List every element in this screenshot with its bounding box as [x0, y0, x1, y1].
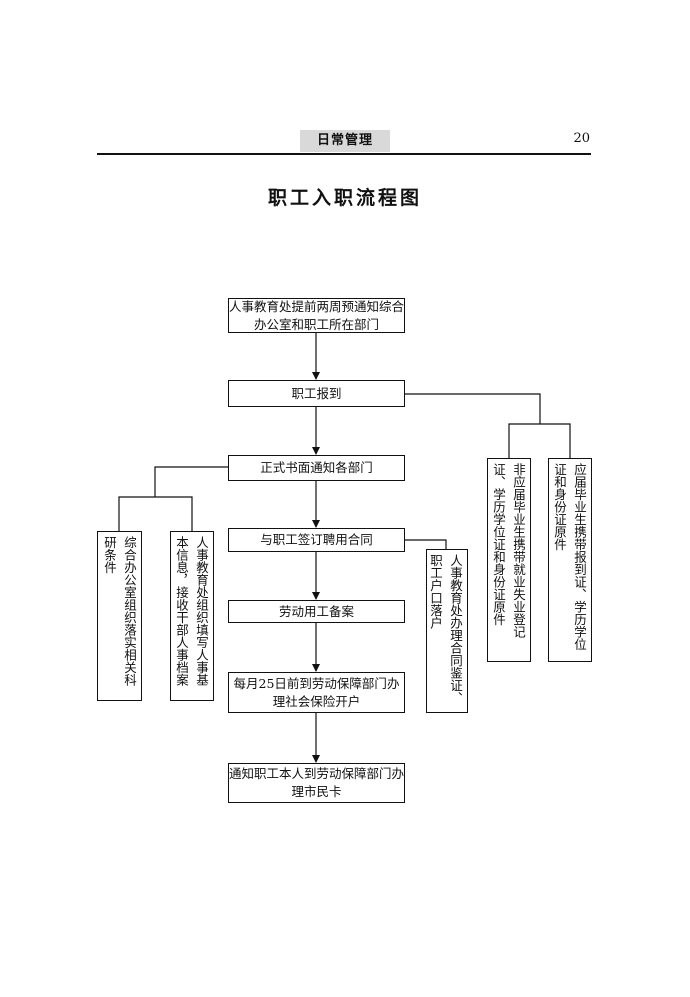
step-contract: 与职工签订聘用合同	[228, 528, 405, 552]
step-notify: 人事教育处提前两周预通知综合办公室和职工所在部门	[228, 298, 405, 333]
header-rule	[97, 153, 591, 155]
side-hukou: 人事教育处办理合同鉴证、职工户口落户	[426, 549, 468, 713]
side-research: 综合办公室组织落实相关科研条件	[97, 531, 142, 701]
section-tab: 日常管理	[300, 130, 390, 152]
step-social-insurance: 每月25日前到劳动保障部门办理社会保险开户	[228, 672, 405, 713]
step-filing: 劳动用工备案	[228, 600, 405, 623]
side-personnel: 人事教育处组织填写人事基本信息，接收干部人事档案	[170, 531, 214, 701]
side-non-graduate: 非应届毕业生携带就业失业登记证、学历学位证和身份证原件	[487, 458, 531, 662]
page-number: 20	[573, 131, 590, 146]
flowchart-title: 职工入职流程图	[267, 187, 422, 209]
step-formal-notice: 正式书面通知各部门	[228, 455, 405, 481]
step-citizen-card: 通知职工本人到劳动保障部门办理市民卡	[228, 763, 405, 803]
side-graduate: 应届毕业生携带报到证、学历学位证和身份证原件	[548, 458, 592, 662]
step-report: 职工报到	[228, 380, 405, 407]
